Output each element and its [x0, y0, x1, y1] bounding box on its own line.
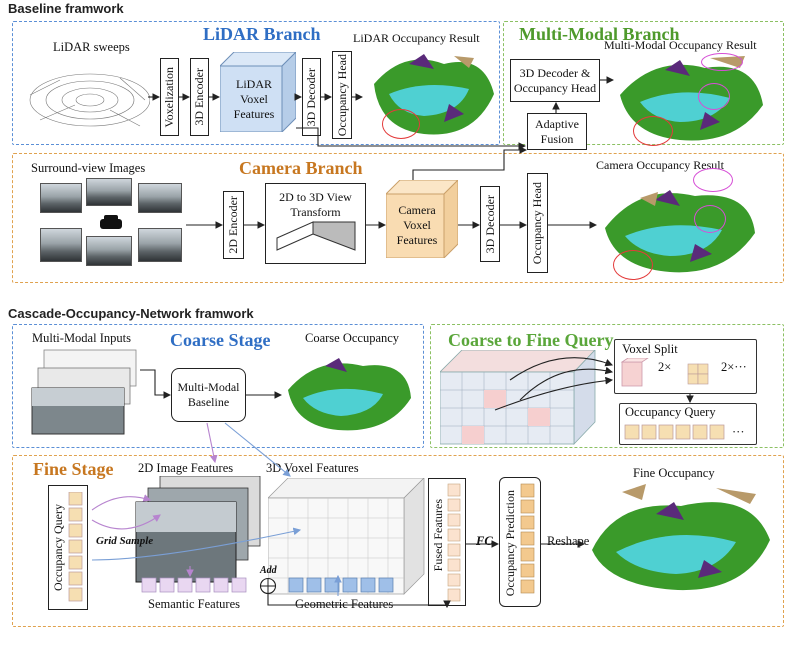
image-features-stack [135, 476, 261, 583]
mm-baseline-box: Multi-Modal Baseline [171, 368, 246, 422]
car-icon [100, 215, 122, 229]
fine-stage-label: Fine Stage [33, 459, 114, 479]
lidar-occupancy-result-label: LiDAR Occupancy Result [353, 31, 480, 45]
coarse-stage-label: Coarse Stage [170, 330, 271, 350]
encoder-3d-box: 3D Encoder [190, 58, 209, 136]
camera-magenta-highlight-2 [694, 205, 726, 233]
add-label: Add [260, 565, 277, 576]
camera-decoder-3d-box: 3D Decoder [480, 186, 500, 262]
voxelization-box: Voxelization [160, 58, 179, 136]
multimodal-branch-label: Multi-Modal Branch [519, 24, 680, 44]
split-2x-b-label: 2×··· [721, 360, 747, 374]
lidar-occupancy-head-box: Occupancy Head [332, 51, 352, 139]
surround-image-1 [40, 183, 82, 213]
semantic-features-cubes [141, 577, 247, 593]
multimodal-inputs-label: Multi-Modal Inputs [32, 331, 131, 345]
baseline-section-title: Baseline framwork [8, 1, 124, 16]
coarse-occupancy-render [288, 358, 411, 431]
lidar-point-cloud [29, 73, 150, 127]
lidar-decoder-3d-box: 3D Decoder [302, 58, 321, 136]
mm-magenta-highlight-2 [698, 83, 730, 110]
mm-red-highlight [633, 116, 673, 146]
camera-voxel-features-label: Camera Voxel Features [396, 203, 438, 247]
surround-image-3 [138, 183, 182, 213]
coarse-occupancy-label: Coarse Occupancy [305, 331, 400, 345]
camera-branch-frame [12, 153, 784, 283]
mm-magenta-highlight-1 [701, 53, 743, 71]
occupancy-prediction-cubes [520, 483, 535, 594]
camera-occupancy-head-box: Occupancy Head [527, 173, 548, 273]
lidar-voxel-cube [220, 52, 296, 132]
lidar-voxel-features-label: LiDAR Voxel Features [233, 77, 275, 121]
mm-decoder-head-box: 3D Decoder & Occupancy Head [510, 59, 600, 102]
voxel-grid [440, 350, 596, 445]
surround-view-label: Surround-view Images [31, 161, 146, 175]
camera-occupancy-result-label: Camera Occupancy Result [596, 158, 724, 172]
cascade-section-title: Cascade-Occupancy-Network framwork [8, 306, 254, 321]
query-column-cubes [68, 492, 83, 602]
occupancy-query-box [619, 403, 757, 445]
adaptive-fusion-box: Adaptive Fusion [527, 113, 587, 150]
add-icon [259, 577, 277, 595]
camera-voxel-cube [386, 180, 458, 258]
coarse-to-fine-label: Coarse to Fine Query [448, 330, 614, 350]
fine-occupancy-render [592, 484, 770, 591]
semantic-features-label: Semantic Features [148, 597, 240, 611]
mm-occupancy-result-label: Multi-Modal Occupancy Result [604, 38, 757, 52]
voxel-split-cubes [620, 358, 709, 387]
query-cubes-row [624, 424, 725, 440]
view-transform-frustum-icon [276, 221, 356, 251]
geometric-features-label: Geometric Features [295, 597, 394, 611]
geometric-features-cubes [288, 577, 394, 593]
image-features-label: 2D Image Features [138, 461, 234, 475]
surround-image-4 [40, 228, 82, 262]
top-flow-arrows [148, 76, 615, 229]
coarse-to-fine-frame [430, 324, 784, 448]
voxel-split-label: Voxel Split [622, 342, 678, 356]
fine-stage-frame [12, 455, 784, 627]
surround-image-5 [86, 236, 132, 266]
split-2x-a-label: 2× [658, 360, 672, 374]
grid-sample-label: Grid Sample [96, 535, 154, 547]
query-dots-label: ··· [732, 425, 745, 439]
occupancy-query-box-label: Occupancy Query [625, 405, 716, 419]
coarse-stage-frame [12, 324, 424, 448]
lidar-red-highlight [382, 109, 420, 139]
multimodal-inputs-stack [31, 349, 137, 435]
fine-occupancy-label: Fine Occupancy [633, 466, 715, 480]
lidar-branch-frame [12, 21, 500, 145]
camera-red-highlight [613, 250, 653, 280]
encoder-2d-box: 2D Encoder [223, 191, 244, 259]
camera-magenta-highlight-1 [693, 168, 733, 192]
voxel-split-box [614, 339, 757, 394]
surround-image-2 [86, 178, 132, 206]
fused-features-cubes [447, 483, 461, 602]
surround-image-6 [138, 228, 182, 262]
camera-branch-label: Camera Branch [239, 158, 363, 178]
lidar-branch-label: LiDAR Branch [203, 24, 321, 44]
lidar-sweeps-label: LiDAR sweeps [53, 40, 130, 54]
